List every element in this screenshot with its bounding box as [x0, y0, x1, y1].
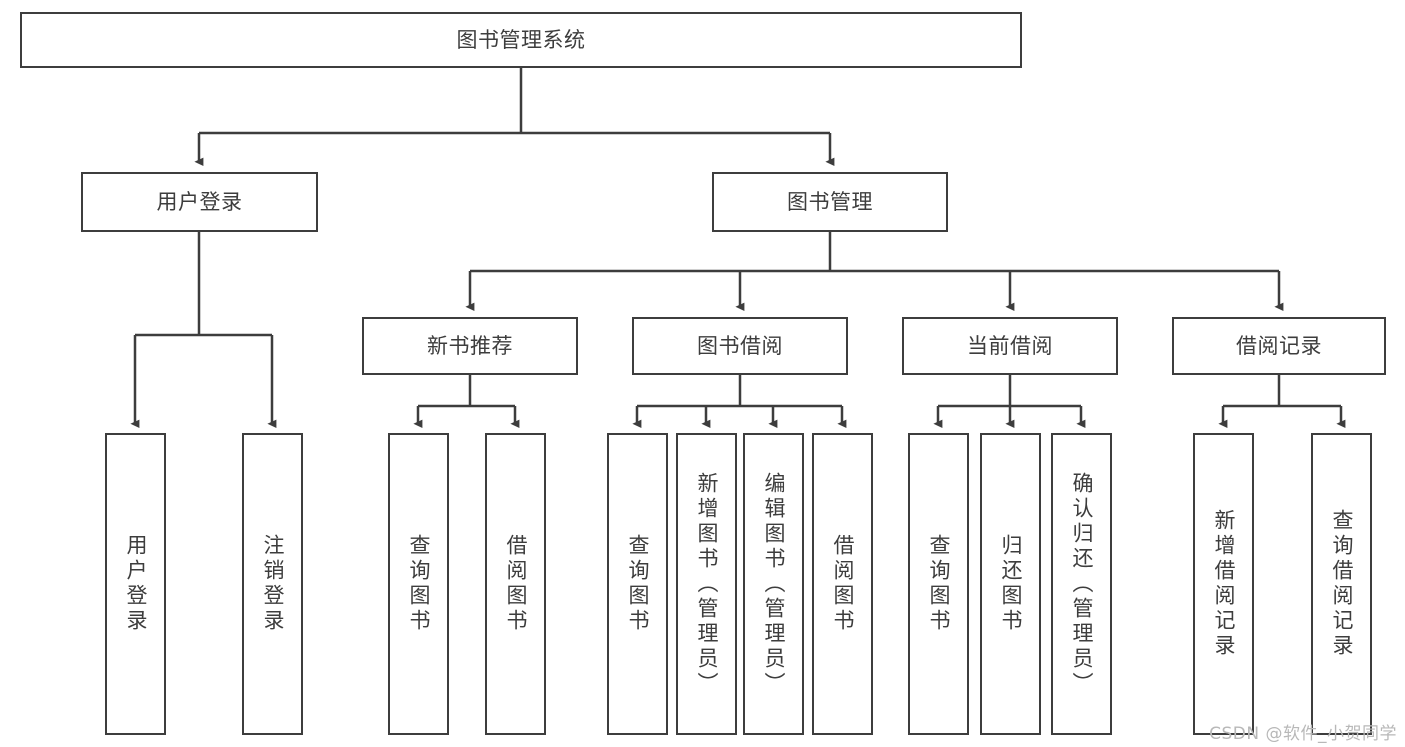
leaf-newbook-borrow-book[interactable]: 借阅图书 [485, 433, 546, 735]
leaf-newbook-query-book-label: 查询图书 [407, 534, 431, 634]
leaf-borrow-query-book[interactable]: 查询图书 [607, 433, 668, 735]
leaf-user-logout[interactable]: 注销登录 [242, 433, 303, 735]
leaf-borrow-edit-book[interactable]: 编辑图书（管理员） [743, 433, 804, 735]
leaf-user-login-label: 用户登录 [124, 534, 148, 634]
leaf-current-confirm-return[interactable]: 确认归还（管理员） [1051, 433, 1112, 735]
leaf-newbook-query-book[interactable]: 查询图书 [388, 433, 449, 735]
leaf-current-return-book[interactable]: 归还图书 [980, 433, 1041, 735]
leaf-borrow-borrow-book-label: 借阅图书 [831, 534, 855, 634]
leaf-user-logout-label: 注销登录 [261, 534, 285, 634]
leaf-newbook-borrow-book-label: 借阅图书 [504, 534, 528, 634]
node-borrow-record-label: 借阅记录 [1236, 333, 1322, 358]
node-current-borrow-label: 当前借阅 [967, 333, 1053, 358]
node-root[interactable]: 图书管理系统 [20, 12, 1022, 68]
leaf-record-query-label: 查询借阅记录 [1330, 509, 1354, 659]
leaf-borrow-query-book-label: 查询图书 [626, 534, 650, 634]
node-root-label: 图书管理系统 [456, 27, 586, 52]
node-new-book-recommend[interactable]: 新书推荐 [362, 317, 578, 375]
leaf-record-query[interactable]: 查询借阅记录 [1311, 433, 1372, 735]
leaf-record-add-label: 新增借阅记录 [1212, 509, 1236, 659]
leaf-borrow-edit-book-label: 编辑图书（管理员） [762, 471, 786, 697]
leaf-record-add[interactable]: 新增借阅记录 [1193, 433, 1254, 735]
leaf-borrow-add-book-label: 新增图书（管理员） [695, 471, 719, 697]
node-user-login[interactable]: 用户登录 [81, 172, 318, 232]
node-current-borrow[interactable]: 当前借阅 [902, 317, 1118, 375]
node-book-borrow-label: 图书借阅 [697, 333, 783, 358]
leaf-current-query-book[interactable]: 查询图书 [908, 433, 969, 735]
node-book-management[interactable]: 图书管理 [712, 172, 948, 232]
node-book-management-label: 图书管理 [787, 189, 873, 214]
node-book-borrow[interactable]: 图书借阅 [632, 317, 848, 375]
watermark: CSDN @软件_小贺同学 [1209, 724, 1397, 744]
leaf-borrow-borrow-book[interactable]: 借阅图书 [812, 433, 873, 735]
leaf-current-confirm-return-label: 确认归还（管理员） [1070, 471, 1094, 697]
leaf-user-login[interactable]: 用户登录 [105, 433, 166, 735]
node-new-book-recommend-label: 新书推荐 [427, 333, 513, 358]
node-borrow-record[interactable]: 借阅记录 [1172, 317, 1386, 375]
node-user-login-label: 用户登录 [156, 189, 243, 214]
leaf-borrow-add-book[interactable]: 新增图书（管理员） [676, 433, 737, 735]
leaf-current-query-book-label: 查询图书 [927, 534, 951, 634]
leaf-current-return-book-label: 归还图书 [999, 534, 1023, 634]
